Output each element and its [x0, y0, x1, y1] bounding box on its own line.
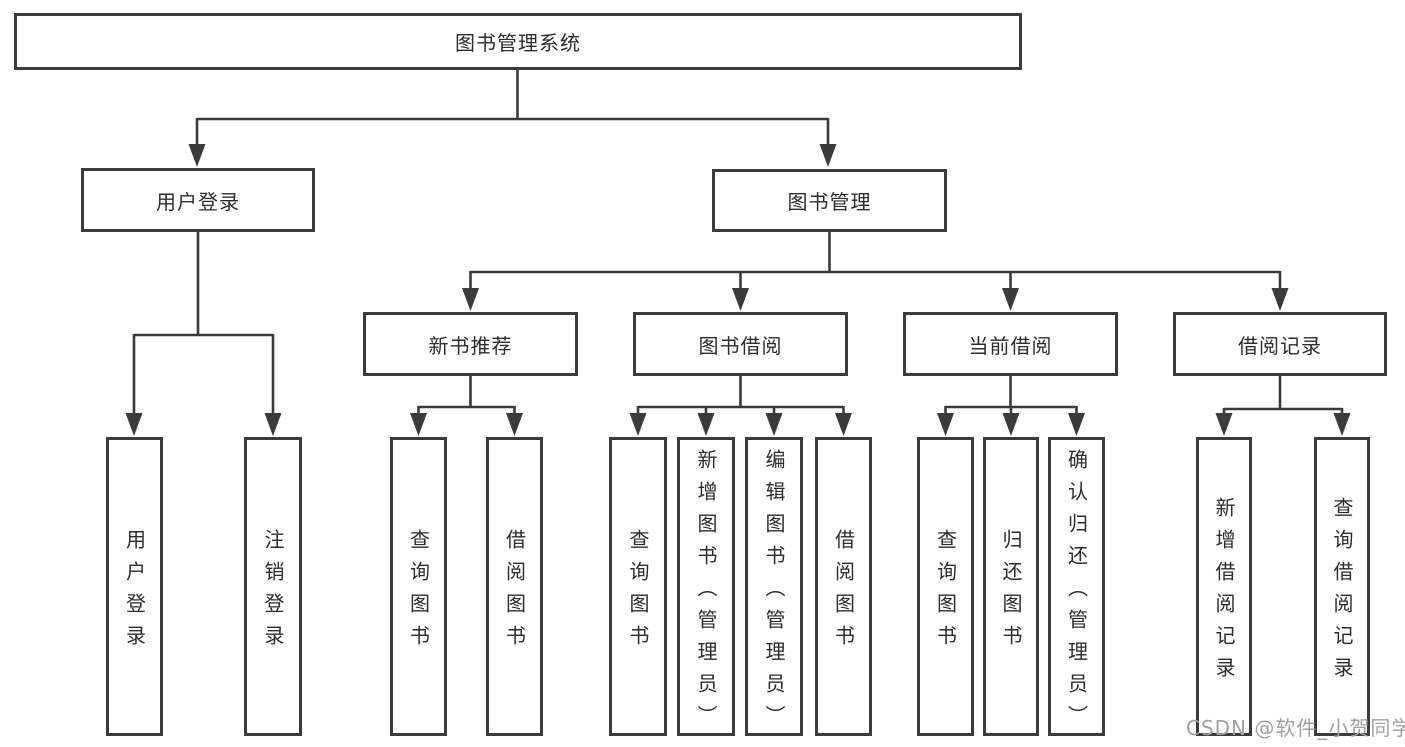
node-library-system-label: 图书管理系统 [455, 31, 581, 55]
node-book-management-label: 图书管理 [787, 190, 872, 214]
node-leaf-add-book-admin-label: 新增图书（管理员） [694, 448, 718, 737]
node-leaf-logout: 注销登录 [244, 437, 302, 736]
node-borrow-records: 借阅记录 [1173, 312, 1387, 376]
node-leaf-query-books-1: 查询图书 [390, 437, 447, 736]
node-user-login-label: 用户登录 [156, 189, 240, 214]
arrowhead-icons [125, 144, 1351, 436]
node-leaf-borrow-books-1-label: 借阅图书 [502, 528, 527, 657]
node-leaf-borrow-books-2-label: 借阅图书 [831, 528, 856, 657]
node-new-book-recommend-label: 新书推荐 [428, 333, 513, 358]
node-leaf-add-borrow-record-label: 新增借阅记录 [1212, 496, 1236, 689]
node-leaf-return-books: 归还图书 [983, 437, 1039, 736]
node-book-borrow: 图书借阅 [633, 312, 848, 376]
node-leaf-confirm-return-admin-label: 确认归还（管理员） [1064, 448, 1089, 737]
node-library-system: 图书管理系统 [14, 13, 1022, 70]
node-leaf-borrow-books-2: 借阅图书 [815, 437, 872, 736]
node-leaf-add-book-admin: 新增图书（管理员） [677, 437, 735, 737]
node-leaf-borrow-books-1: 借阅图书 [486, 437, 543, 736]
node-leaf-query-borrow-record-label: 查询借阅记录 [1330, 496, 1354, 689]
node-leaf-edit-book-admin: 编辑图书（管理员） [745, 437, 803, 737]
node-leaf-user-login-label: 用户登录 [122, 528, 147, 657]
node-book-borrow-label: 图书借阅 [698, 333, 783, 358]
node-leaf-edit-book-admin-label: 编辑图书（管理员） [762, 448, 786, 737]
node-leaf-return-books-label: 归还图书 [999, 528, 1023, 657]
node-book-management: 图书管理 [712, 169, 947, 232]
node-borrow-records-label: 借阅记录 [1238, 333, 1322, 358]
watermark: CSDN @软件_小贺同学 [1186, 716, 1405, 740]
node-leaf-query-books-2-label: 查询图书 [626, 528, 650, 657]
node-leaf-query-books-3-label: 查询图书 [933, 528, 958, 657]
node-leaf-query-borrow-record: 查询借阅记录 [1314, 437, 1370, 736]
node-current-borrow: 当前借阅 [903, 312, 1118, 376]
node-new-book-recommend: 新书推荐 [363, 312, 578, 376]
node-leaf-query-books-1-label: 查询图书 [406, 528, 431, 657]
node-leaf-query-books-3: 查询图书 [917, 437, 974, 736]
node-leaf-confirm-return-admin: 确认归还（管理员） [1048, 437, 1105, 737]
node-leaf-user-login: 用户登录 [106, 437, 163, 736]
node-user-login: 用户登录 [81, 168, 315, 232]
node-leaf-query-books-2: 查询图书 [609, 437, 667, 736]
node-current-borrow-label: 当前借阅 [968, 333, 1053, 358]
node-leaf-add-borrow-record: 新增借阅记录 [1196, 437, 1252, 736]
node-leaf-logout-label: 注销登录 [261, 528, 285, 657]
